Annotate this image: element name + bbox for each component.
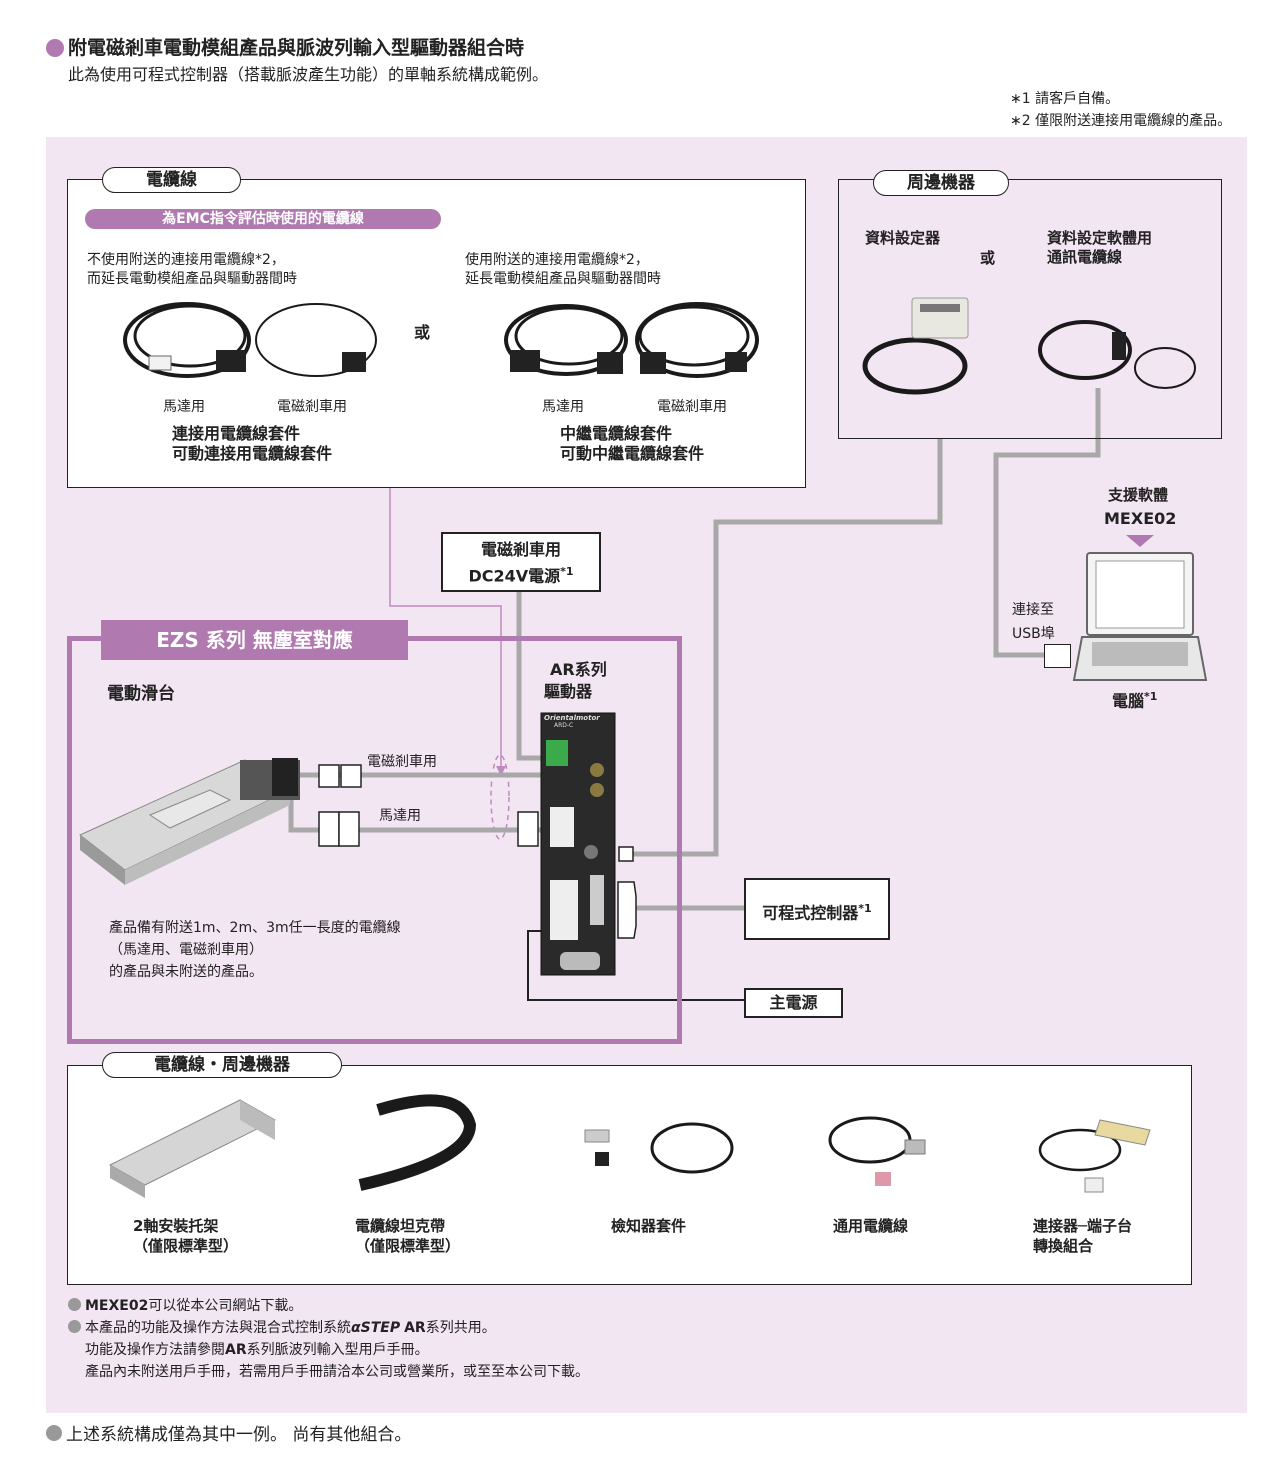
bottom-note-text: 上述系統構成僅為其中一例。 尚有其他組合。 bbox=[66, 1425, 412, 1445]
pc-sup: *1 bbox=[1144, 690, 1158, 703]
footnote-3: 功能及操作方法請參閱AR系列脈波列輸入型用戶手冊。 bbox=[85, 1340, 429, 1360]
plc-box: 可程式控制器*1 bbox=[744, 878, 890, 940]
note-2: ∗2 僅限附送連接用電纜線的產品。 bbox=[1010, 113, 1232, 129]
peripheral-box bbox=[838, 179, 1222, 439]
driver-label-2: 驅動器 bbox=[544, 682, 593, 701]
driver-label-1: AR系列 bbox=[550, 660, 607, 679]
plc-label: 可程式控制器 bbox=[762, 903, 859, 923]
footnote-3-text-b: 系列脈波列輸入型用戶手冊。 bbox=[246, 1342, 429, 1358]
footnote-3-text-a: 功能及操作方法請參閱 bbox=[85, 1342, 225, 1358]
driver-model: ARD-C bbox=[554, 722, 574, 729]
ezs-banner: EZS 系列 無塵室對應 bbox=[101, 620, 408, 660]
left-name-1: 連接用電纜線套件 bbox=[172, 424, 301, 443]
accessory-1-line1: 2軸安裝托架 bbox=[133, 1217, 219, 1235]
terminal-block-icon bbox=[1038, 1119, 1151, 1193]
brake-label-r: 電磁剎車用 bbox=[657, 399, 727, 415]
title-dot bbox=[46, 39, 64, 57]
cables-or: 或 bbox=[414, 323, 431, 342]
plc-sup: *1 bbox=[858, 902, 872, 915]
footnote-3-bold: AR bbox=[225, 1342, 247, 1358]
page-title: 附電磁剎車電動模組產品與脈波列輸入型驅動器組合時 bbox=[68, 37, 525, 59]
bullet-icon bbox=[68, 1298, 81, 1311]
right-name-1: 中繼電纜線套件 bbox=[560, 424, 673, 443]
comm-cable-1: 資料設定軟體用 bbox=[1047, 229, 1153, 247]
sensor-kit-icon bbox=[584, 1122, 734, 1174]
right-name-2: 可動中繼電纜線套件 bbox=[560, 444, 705, 463]
accessory-5-line2: 轉換組合 bbox=[1033, 1237, 1094, 1255]
dc24v-line2: DC24V電源*1 bbox=[443, 561, 599, 587]
footnote-1-text: 可以從本公司網站下載。 bbox=[148, 1298, 303, 1314]
footnote-2-bold: AR bbox=[404, 1320, 426, 1336]
mounting-bracket-icon bbox=[108, 1099, 277, 1198]
ezs-note-1: 產品備有附送1m、2m、3m任一長度的電纜線 bbox=[109, 920, 401, 936]
bullet-icon bbox=[46, 1425, 62, 1441]
footnote-2-text-b: 系列共用。 bbox=[425, 1320, 496, 1336]
brake-label-l: 電磁剎車用 bbox=[277, 399, 347, 415]
laptop-icon bbox=[1072, 552, 1208, 681]
accessory-2-line1: 電纜線坦克帶 bbox=[355, 1217, 446, 1235]
slider-label: 電動滑台 bbox=[107, 684, 175, 704]
motor-line-label: 馬達用 bbox=[379, 808, 421, 824]
dc24v-text: DC24V電源 bbox=[468, 566, 561, 586]
footnote-2-brand: αSTEP bbox=[351, 1320, 401, 1336]
usb-label-2: USB埠 bbox=[1012, 626, 1055, 642]
software-line2: MEXE02 bbox=[1104, 509, 1177, 528]
footnote-1-bold: MEXE02 bbox=[85, 1298, 149, 1314]
cable-coil-icon bbox=[123, 302, 759, 378]
software-line1: 支援軟體 bbox=[1108, 486, 1169, 504]
cable-carrier-icon bbox=[358, 1094, 477, 1191]
accessories-box bbox=[67, 1065, 1192, 1285]
usb-port bbox=[1044, 644, 1071, 668]
note-1: ∗1 請客戶自備。 bbox=[1010, 91, 1120, 107]
emc-bar: 為EMC指令評估時使用的電纜線 bbox=[85, 209, 441, 229]
motor-label-l: 馬達用 bbox=[163, 399, 205, 415]
setter-label: 資料設定器 bbox=[865, 229, 941, 247]
pc-label: 電腦*1 bbox=[1112, 686, 1157, 712]
bottom-note: 上述系統構成僅為其中一例。 尚有其他組合。 bbox=[46, 1424, 411, 1447]
accessory-1-line2: （僅限標準型） bbox=[133, 1237, 239, 1255]
driver-brand: Orientalmotor bbox=[544, 714, 600, 722]
motor-label-r: 馬達用 bbox=[542, 399, 584, 415]
dc24v-box: 電磁剎車用 DC24V電源*1 bbox=[441, 532, 601, 592]
ezs-note-3: 的產品與未附送的產品。 bbox=[109, 964, 263, 980]
accessory-5-line1: 連接器─端子台 bbox=[1033, 1217, 1133, 1235]
pc-text: 電腦 bbox=[1112, 691, 1145, 711]
ezs-note-2: （馬達用、電磁剎車用） bbox=[109, 942, 263, 958]
left-desc-2: 而延長電動模組產品與驅動器間時 bbox=[87, 271, 297, 287]
general-cable-icon bbox=[828, 1116, 926, 1186]
accessories-title: 電纜線・周邊機器 bbox=[102, 1052, 342, 1078]
brake-line-label: 電磁剎車用 bbox=[367, 754, 437, 770]
left-desc-1: 不使用附送的連接用電纜線*2， bbox=[87, 252, 285, 268]
footnote-1: MEXE02可以從本公司網站下載。 bbox=[68, 1296, 302, 1316]
footnote-2-text-a: 本產品的功能及操作方法與混合式控制系統 bbox=[85, 1320, 351, 1336]
usb-label-1: 連接至 bbox=[1012, 602, 1054, 618]
electric-slider-icon bbox=[79, 758, 300, 885]
dc24v-line1: 電磁剎車用 bbox=[480, 540, 561, 559]
accessory-4-line1: 通用電纜線 bbox=[833, 1217, 909, 1235]
driver-unit-icon bbox=[540, 712, 616, 976]
dc24v-sup: *1 bbox=[560, 565, 574, 578]
accessory-3-line1: 檢知器套件 bbox=[611, 1217, 687, 1235]
right-desc-1: 使用附送的連接用電纜線*2， bbox=[465, 252, 649, 268]
peripheral-or: 或 bbox=[980, 249, 996, 267]
page-subtitle: 此為使用可程式控制器（搭載脈波產生功能）的單軸系統構成範例。 bbox=[68, 65, 549, 84]
main-power-box: 主電源 bbox=[744, 988, 843, 1018]
footnote-4: 產品內未附送用戶手冊，若需用戶手冊請洽本公司或營業所，或至至本公司下載。 bbox=[85, 1364, 589, 1380]
accessory-2-line2: （僅限標準型） bbox=[355, 1237, 461, 1255]
right-desc-2: 延長電動模組產品與驅動器間時 bbox=[465, 271, 661, 287]
cables-box bbox=[67, 179, 806, 488]
left-name-2: 可動連接用電纜線套件 bbox=[172, 444, 333, 463]
peripheral-title: 周邊機器 bbox=[873, 170, 1009, 196]
comm-cable-2: 通訊電纜線 bbox=[1047, 248, 1123, 266]
bullet-icon bbox=[68, 1320, 81, 1333]
cables-title: 電纜線 bbox=[102, 167, 241, 193]
